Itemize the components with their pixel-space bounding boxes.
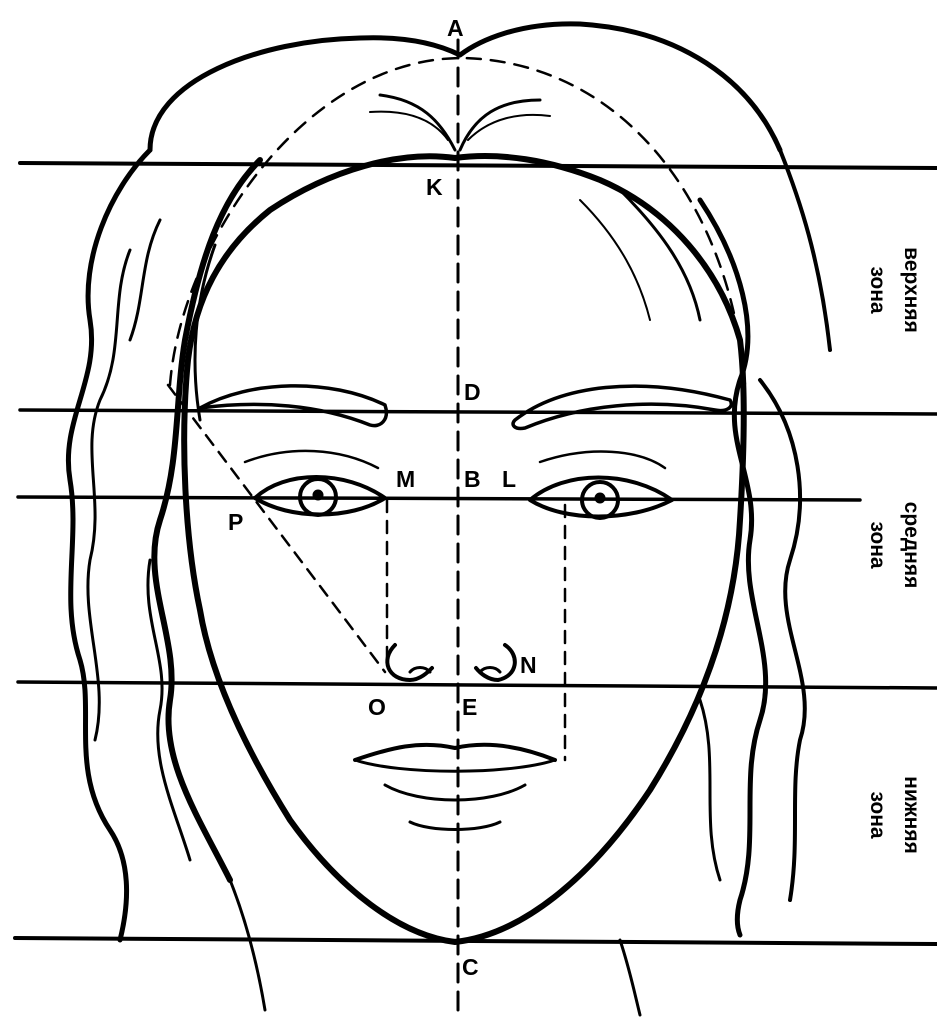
zone-upper-line1: верхняя xyxy=(900,247,923,333)
zone-middle-line1: средняя xyxy=(900,502,923,589)
line-nose xyxy=(18,682,937,688)
nose xyxy=(387,645,515,680)
label-c: C xyxy=(462,954,479,980)
zone-middle: средняя зона xyxy=(866,502,923,589)
left-eye xyxy=(245,451,385,515)
zone-lower-line1: нижняя xyxy=(900,776,923,854)
right-eye xyxy=(530,452,672,518)
diagonal-p-o xyxy=(168,385,385,672)
label-e: E xyxy=(462,694,477,720)
zone-labels: верхняя зона средняя зона нижняя зона xyxy=(866,247,923,854)
construction-lines xyxy=(168,40,745,1015)
zone-middle-line2: зона xyxy=(866,521,889,568)
label-k: K xyxy=(426,174,443,200)
zone-upper-line2: зона xyxy=(866,266,889,313)
line-eyes xyxy=(18,497,860,500)
label-n: N xyxy=(520,652,537,678)
hair xyxy=(68,24,830,1015)
label-o: O xyxy=(368,694,386,720)
line-brows xyxy=(20,410,937,414)
label-d: D xyxy=(464,379,481,405)
label-p: P xyxy=(228,509,243,535)
zone-upper: верхняя зона xyxy=(866,247,923,333)
label-b: B xyxy=(464,466,481,492)
line-hairline xyxy=(20,163,937,168)
label-l: L xyxy=(502,466,516,492)
label-m: M xyxy=(396,466,415,492)
face-outline xyxy=(184,156,744,942)
zone-lower: нижняя зона xyxy=(866,776,923,854)
label-a: A xyxy=(447,15,464,41)
mouth xyxy=(355,745,555,830)
zone-lower-line2: зона xyxy=(866,791,889,838)
